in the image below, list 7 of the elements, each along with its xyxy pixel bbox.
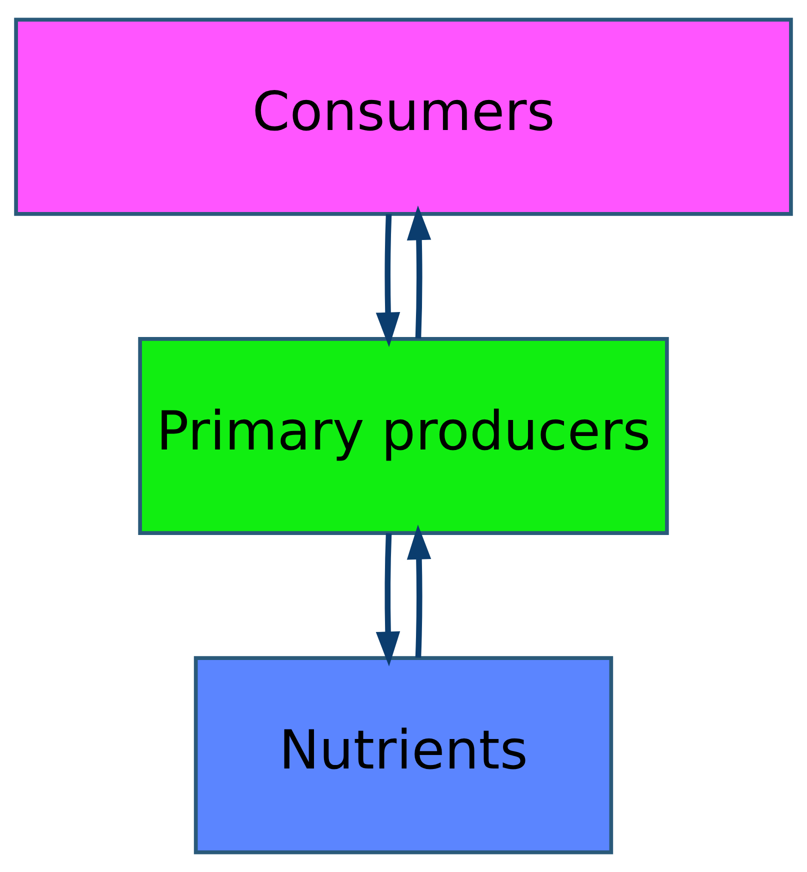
node-box: Primary producers [138,336,669,536]
arrow [376,533,400,666]
node-box: Consumers [14,18,793,216]
arrow [376,214,400,348]
arrow [406,205,432,338]
node-box: Nutrients [194,656,614,854]
arrow [406,524,432,658]
